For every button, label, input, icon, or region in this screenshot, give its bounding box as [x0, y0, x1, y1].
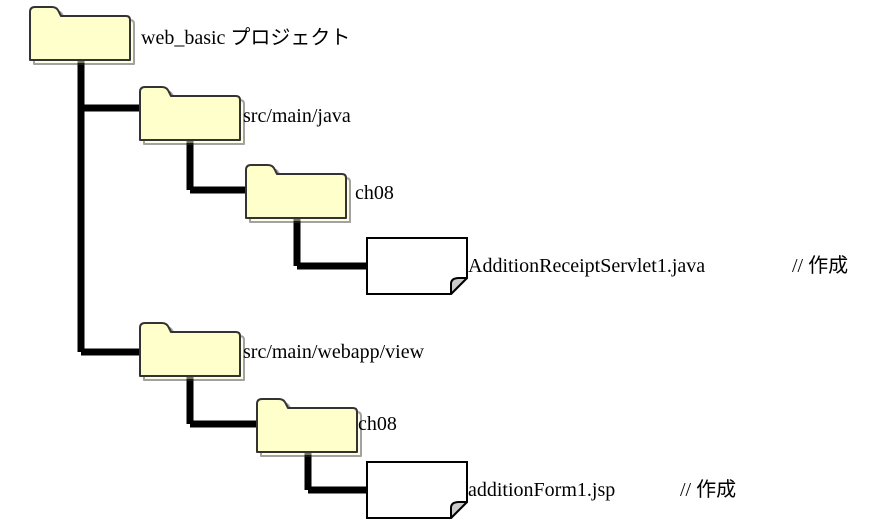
folder-icon-src-main-webapp-view: [139, 322, 245, 381]
folder-icon-src-main-java: [139, 86, 245, 145]
file-icon-addition-receipt-servlet: [366, 237, 468, 295]
connector-lines: [77, 58, 372, 494]
label-ch08-java: ch08: [355, 182, 394, 204]
label-root: web_basic プロジェクト: [141, 27, 351, 49]
folder-icon-ch08-view: [256, 398, 362, 457]
label-addition-form-jsp: additionForm1.jsp: [468, 479, 616, 501]
folder-icon-root: [29, 6, 135, 65]
label-src-main-webapp-view: src/main/webapp/view: [243, 341, 425, 363]
note-addition-form-jsp: // 作成: [680, 479, 737, 501]
label-addition-receipt-servlet: AdditionReceiptServlet1.java: [468, 255, 706, 277]
folder-icon-ch08-java: [245, 164, 351, 223]
label-ch08-view: ch08: [358, 413, 397, 435]
note-addition-receipt-servlet: // 作成: [792, 255, 849, 277]
file-icon-addition-form-jsp: [366, 461, 468, 519]
label-src-main-java: src/main/java: [243, 105, 351, 127]
